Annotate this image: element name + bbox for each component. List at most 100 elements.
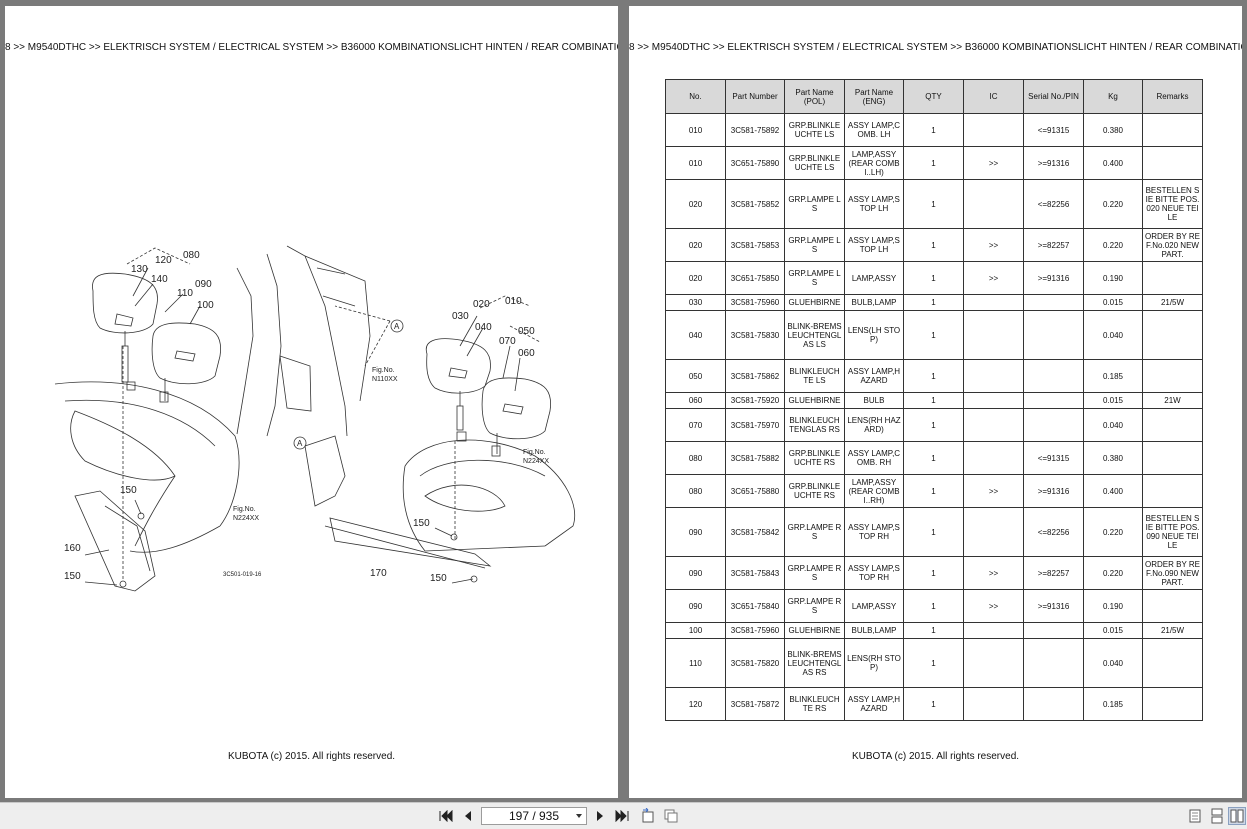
drawing-code: 3C501-019-16 xyxy=(223,572,262,578)
table-cell: ASSY LAMP,COMB. LH xyxy=(844,113,904,147)
table-cell: BLINK-BREMSLEUCHTENGLAS LS xyxy=(784,310,845,360)
table-cell: LENS(LH STOP) xyxy=(844,310,904,360)
fig-label: Fig.No. xyxy=(523,449,546,456)
page-number-select[interactable]: 197 / 935 xyxy=(481,807,587,825)
callout: 090 xyxy=(195,279,212,290)
table-cell: 3C581-75970 xyxy=(725,408,785,442)
table-cell: BLINKLEUCHTE RS xyxy=(784,687,845,721)
table-cell: 0.015 xyxy=(1083,392,1143,409)
table-cell: 090 xyxy=(665,556,726,590)
table-cell: 0.185 xyxy=(1083,359,1143,393)
right-page: 8 >> M9540DTHC >> ELEKTRISCH SYSTEM / EL… xyxy=(629,6,1242,798)
page-indicator: 197 / 935 xyxy=(508,809,560,823)
copy-icon[interactable] xyxy=(662,807,680,825)
table-cell: 1 xyxy=(903,622,964,639)
table-cell xyxy=(1023,638,1084,688)
table-cell: 1 xyxy=(903,589,964,623)
table-cell: GRP.LAMPE LS xyxy=(784,261,845,295)
table-cell: 010 xyxy=(665,146,726,180)
table-cell xyxy=(1142,589,1203,623)
table-cell: 21/5W xyxy=(1142,622,1203,639)
column-header: Kg xyxy=(1083,79,1143,114)
table-cell: 090 xyxy=(665,589,726,623)
table-cell: 0.220 xyxy=(1083,556,1143,590)
table-cell: 0.400 xyxy=(1083,146,1143,180)
table-cell: ASSY LAMP,HAZARD xyxy=(844,687,904,721)
table-cell xyxy=(1023,408,1084,442)
table-cell xyxy=(963,113,1024,147)
table-cell: GRP.LAMPE RS xyxy=(784,556,845,590)
table-cell: LAMP,ASSY (REAR COMBI..LH) xyxy=(844,146,904,180)
table-cell: >=91316 xyxy=(1023,146,1084,180)
table-cell xyxy=(963,408,1024,442)
table-cell: >=82257 xyxy=(1023,556,1084,590)
table-cell xyxy=(1142,474,1203,508)
callout: 130 xyxy=(131,264,148,275)
table-cell: 090 xyxy=(665,507,726,557)
last-page-icon[interactable] xyxy=(613,807,631,825)
column-header: Serial No./PIN xyxy=(1023,79,1084,114)
table-cell: 3C651-75850 xyxy=(725,261,785,295)
table-cell: 1 xyxy=(903,638,964,688)
table-cell xyxy=(963,179,1024,229)
table-cell: 3C651-75890 xyxy=(725,146,785,180)
two-page-view-icon[interactable] xyxy=(1228,807,1246,825)
table-cell: 3C651-75880 xyxy=(725,474,785,508)
callout: 110 xyxy=(177,288,193,299)
table-cell: 0.400 xyxy=(1083,474,1143,508)
table-cell: >=91316 xyxy=(1023,474,1084,508)
table-cell xyxy=(963,507,1024,557)
table-cell: GRP.BLINKLEUCHTE LS xyxy=(784,113,845,147)
callout: 040 xyxy=(475,322,492,333)
table-cell: 0.190 xyxy=(1083,589,1143,623)
left-page: 8 >> M9540DTHC >> ELEKTRISCH SYSTEM / EL… xyxy=(5,6,618,798)
table-cell: 0.040 xyxy=(1083,638,1143,688)
table-cell: ASSY LAMP,STOP LH xyxy=(844,179,904,229)
table-cell: LAMP,ASSY (REAR COMBI..RH) xyxy=(844,474,904,508)
table-cell: BULB xyxy=(844,392,904,409)
table-cell: >> xyxy=(963,556,1024,590)
table-cell xyxy=(1023,622,1084,639)
callout: 030 xyxy=(452,311,469,322)
callout: 170 xyxy=(370,568,387,579)
table-cell: 1 xyxy=(903,228,964,262)
column-header: QTY xyxy=(903,79,964,114)
table-cell xyxy=(1142,261,1203,295)
prev-page-icon[interactable] xyxy=(459,807,477,825)
table-cell: 0.040 xyxy=(1083,408,1143,442)
table-cell: 1 xyxy=(903,261,964,295)
next-page-icon[interactable] xyxy=(591,807,609,825)
callout: 150 xyxy=(64,571,81,582)
table-cell: 100 xyxy=(665,622,726,639)
table-cell: GLUEHBIRNE xyxy=(784,294,845,311)
table-cell: 0.190 xyxy=(1083,261,1143,295)
table-cell: 1 xyxy=(903,294,964,311)
table-cell: 010 xyxy=(665,113,726,147)
table-cell xyxy=(1023,392,1084,409)
table-cell: 030 xyxy=(665,294,726,311)
table-cell: 1 xyxy=(903,146,964,180)
rotate-icon[interactable] xyxy=(639,807,657,825)
first-page-icon[interactable] xyxy=(437,807,455,825)
continuous-view-icon[interactable] xyxy=(1208,807,1226,825)
table-cell: GRP.BLINKLEUCHTE LS xyxy=(784,146,845,180)
single-page-view-icon[interactable] xyxy=(1186,807,1204,825)
breadcrumb: 8 >> M9540DTHC >> ELEKTRISCH SYSTEM / EL… xyxy=(5,42,618,53)
table-cell: 120 xyxy=(665,687,726,721)
exploded-parts-diagram: 120 080 130 140 090 110 100 020 010 030 … xyxy=(54,245,576,592)
table-cell: 3C581-75960 xyxy=(725,294,785,311)
table-cell: 3C581-75853 xyxy=(725,228,785,262)
table-cell: 080 xyxy=(665,441,726,475)
callout: 060 xyxy=(518,348,535,359)
